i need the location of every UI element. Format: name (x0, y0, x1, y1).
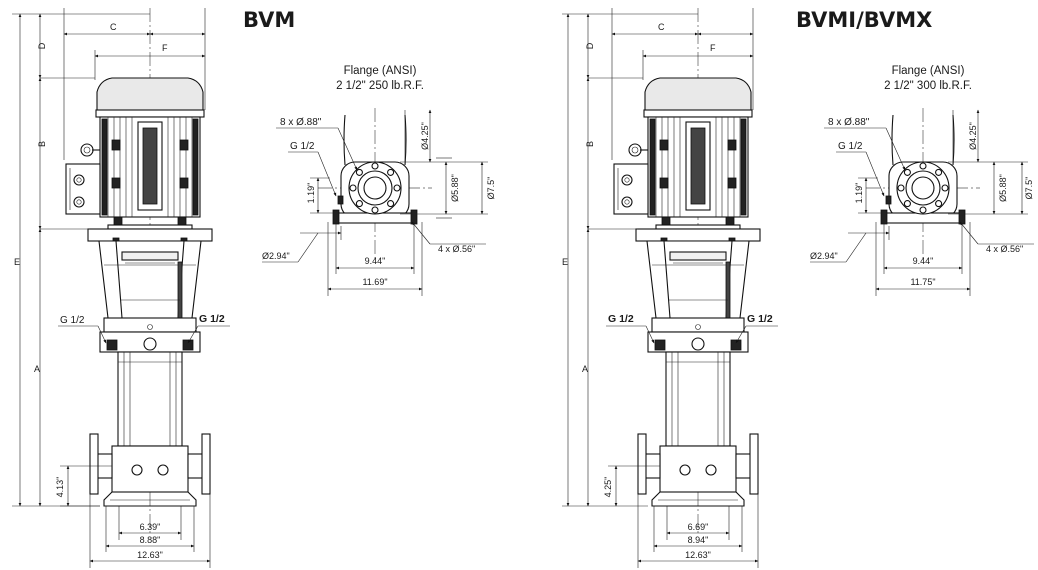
flange-bolts: 8 x Ø.88" (280, 117, 322, 128)
flange-d588: Ø5.88" (450, 174, 460, 202)
flange-d75: Ø7.5" (486, 177, 496, 200)
dim-b-label: B (585, 141, 595, 147)
dim-c-label: C (658, 22, 665, 32)
pump-w-inner: 6.39" (140, 522, 161, 532)
dim-e-label: E (14, 257, 20, 267)
flange-g12: G 1/2 (290, 141, 315, 152)
flange-holes: 4 x Ø.56" (438, 244, 475, 254)
pump-g12-left: G 1/2 (60, 315, 85, 326)
flange-d75: Ø7.5" (1024, 177, 1034, 200)
pump-w-mid: 8.94" (688, 535, 709, 545)
dim-d-label: D (585, 42, 595, 49)
bvm-title: BVM (243, 8, 295, 32)
dim-f-label: F (710, 43, 716, 53)
flange-d294: Ø2.94" (262, 251, 290, 261)
flange-d425: Ø4.25" (968, 122, 978, 150)
dim-c-label: C (110, 22, 117, 32)
flange-title-1: Flange (ANSI) (344, 65, 417, 77)
bvm-assembly: BVM E D B A C F (12, 7, 496, 568)
flange-w-in: 9.44" (365, 256, 386, 266)
dim-e-label: E (562, 257, 568, 267)
dim-b-label: B (37, 141, 47, 147)
flange-title-1: Flange (ANSI) (892, 65, 965, 77)
flange-holes: 4 x Ø.56" (986, 244, 1023, 254)
flange-h119: 1.19" (854, 183, 864, 204)
pump-w-mid: 8.88" (140, 535, 161, 545)
pump-w-outer: 12.63" (137, 550, 163, 560)
flange-bolts: 8 x Ø.88" (828, 117, 870, 128)
pump-w-outer: 12.63" (685, 550, 711, 560)
pump-g12-left: G 1/2 (608, 313, 634, 325)
flange-title-2: 2 1/2" 300 lb.R.F. (884, 80, 972, 92)
flange-g12: G 1/2 (838, 141, 863, 152)
pump-g12-right: G 1/2 (747, 313, 773, 325)
flange-d425: Ø4.25" (420, 122, 430, 150)
flange-h119: 1.19" (306, 183, 316, 204)
pump-g12-right: G 1/2 (199, 313, 225, 325)
bvmi-bvmx-assembly: BVMI/BVMX E D B A C F G 1/2 (562, 7, 1034, 568)
pump-h-base: 4.13" (55, 477, 65, 498)
dim-d-label: D (37, 42, 47, 49)
flange-w-out: 11.75" (910, 277, 935, 287)
pump-h-base: 4.25" (603, 477, 613, 498)
bvmi-title: BVMI/BVMX (796, 8, 932, 32)
flange-w-out: 11.69" (362, 277, 387, 287)
pump-w-inner: 6.69" (688, 522, 709, 532)
flange-d294: Ø2.94" (810, 251, 838, 261)
flange-title-2: 2 1/2" 250 lb.R.F. (336, 80, 424, 92)
dim-f-label: F (162, 43, 168, 53)
dim-a-label: A (582, 364, 588, 374)
flange-w-in: 9.44" (913, 256, 934, 266)
flange-d588: Ø5.88" (998, 174, 1008, 202)
dim-a-label: A (34, 364, 40, 374)
